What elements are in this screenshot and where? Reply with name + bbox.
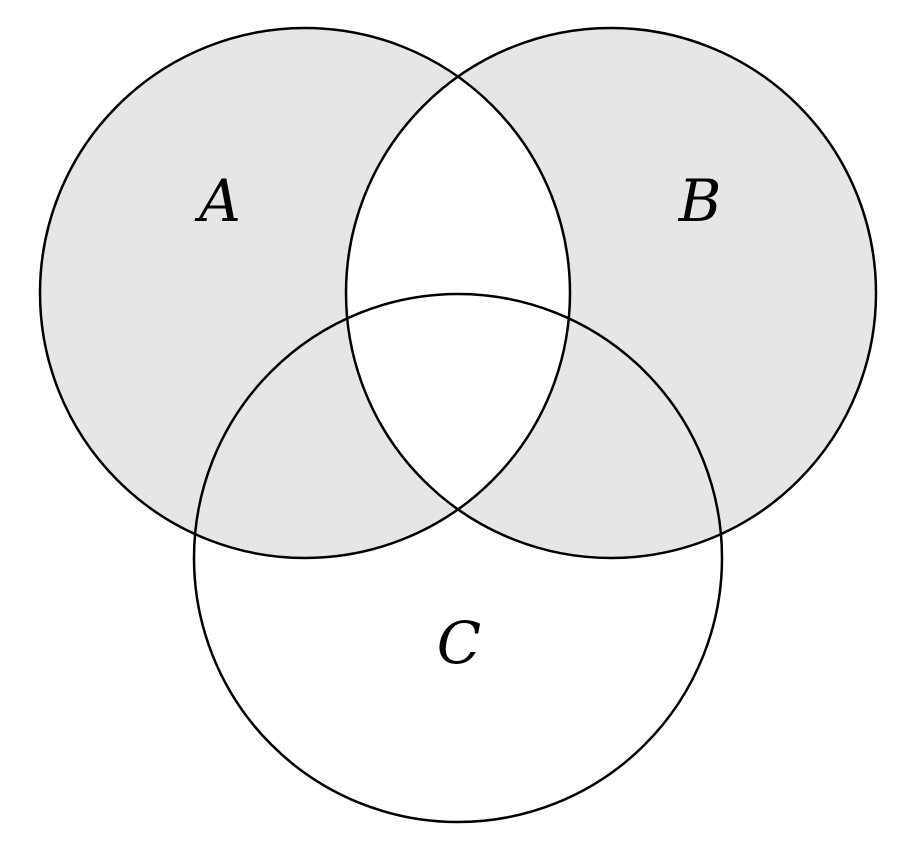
set-labels-group: A B C <box>194 167 721 677</box>
circle-outline-b[interactable] <box>344 26 878 560</box>
set-label-a: A <box>194 167 241 235</box>
region-fill-b-minus-a <box>346 28 876 558</box>
circle-outline-a[interactable] <box>38 26 572 560</box>
set-label-b: B <box>678 167 722 235</box>
set-label-c: C <box>437 609 481 677</box>
circle-outline-c[interactable] <box>192 292 724 824</box>
shaded-regions-group <box>40 28 876 558</box>
circle-outlines-group <box>38 26 878 824</box>
